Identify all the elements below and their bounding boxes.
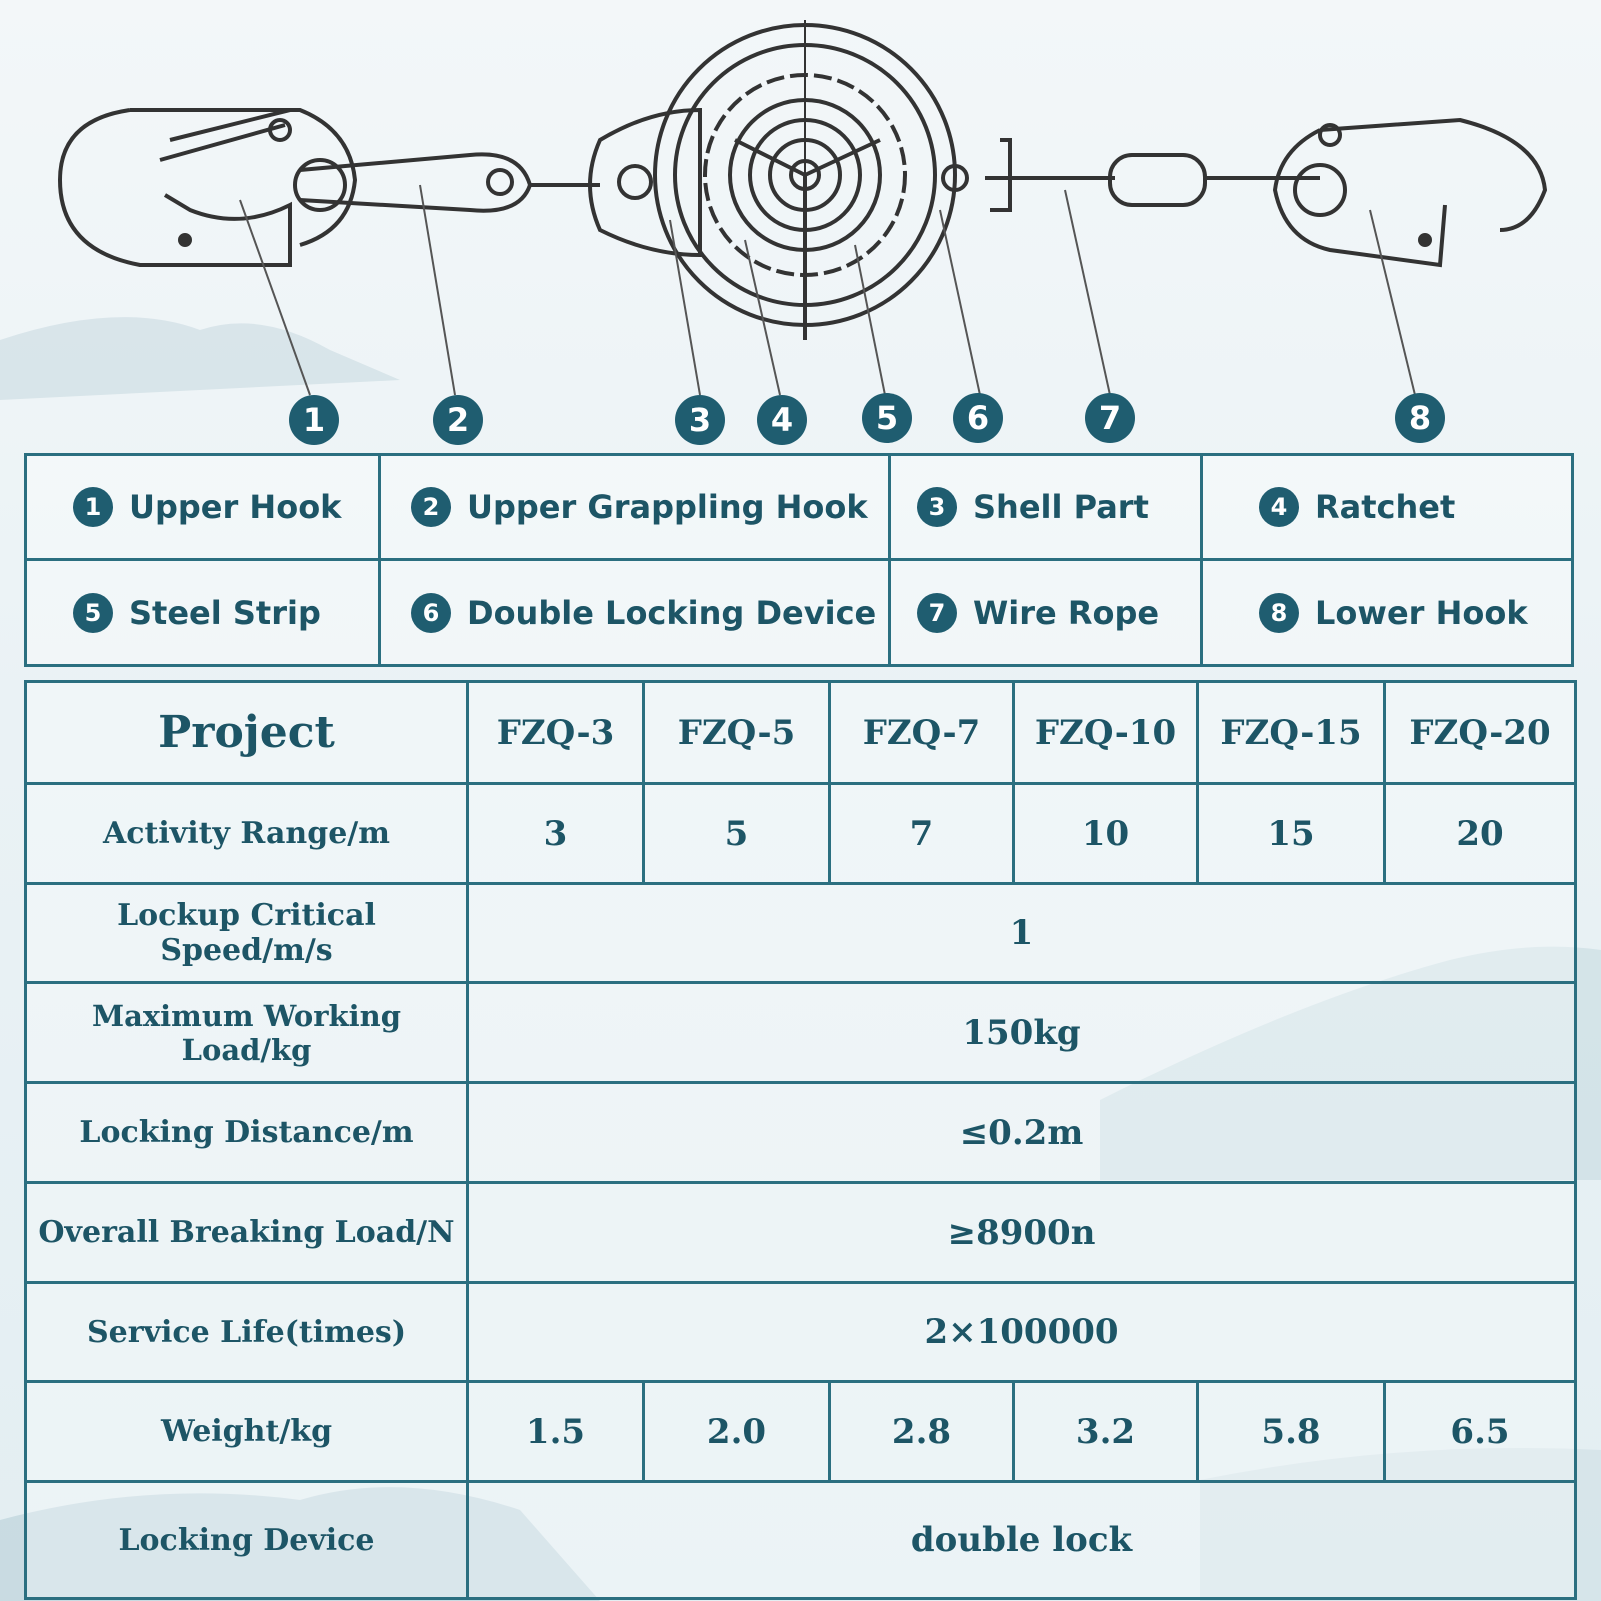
- locking-device-value: double lock: [910, 1520, 1133, 1560]
- weight-value: 6.5: [1450, 1411, 1510, 1452]
- model-header: FZQ-10: [1034, 712, 1177, 753]
- device-diagram: [57, 20, 1548, 396]
- weight-value: 2.8: [891, 1411, 952, 1452]
- callout-1: 1: [289, 395, 339, 445]
- legend-label: Lower Hook: [1315, 593, 1528, 632]
- model-header: FZQ-3: [496, 712, 615, 753]
- lower-hook-drawing: [1272, 117, 1548, 268]
- model-header: FZQ-20: [1409, 712, 1551, 753]
- activity-range-value: 7: [909, 813, 934, 854]
- ratchet-drawing: [703, 20, 907, 340]
- legend-number: 8: [1259, 592, 1299, 633]
- weight-value: 5.8: [1261, 1411, 1321, 1452]
- legend-item-wire-rope: 7 Wire Rope: [917, 561, 1200, 664]
- legend-number: 4: [1259, 487, 1299, 527]
- legend-label: Upper Grappling Hook: [467, 488, 868, 526]
- callout-3: 3: [675, 395, 725, 445]
- parts-legend: 1 Upper Hook 2 Upper Grappling Hook 3 Sh…: [24, 453, 1574, 667]
- row-label-weight: Weight/kg: [160, 1414, 333, 1449]
- locking-distance-value: ≤0.2m: [959, 1112, 1084, 1153]
- upper-hook-drawing: [57, 108, 358, 267]
- activity-range-value: 15: [1267, 813, 1315, 854]
- row-label-lockup-speed: Lockup Critical Speed/m/s: [117, 898, 376, 968]
- legend-item-ratchet: 4 Ratchet: [1259, 456, 1571, 558]
- legend-label: Double Locking Device: [467, 593, 877, 632]
- legend-number: 1: [73, 487, 113, 527]
- row-label-max-load: Maximum Working Load/kg: [91, 998, 402, 1067]
- legend-number: 6: [411, 592, 451, 633]
- legend-label: Shell Part: [973, 488, 1149, 526]
- legend-number: 2: [411, 487, 451, 527]
- activity-range-value: 3: [543, 813, 568, 854]
- row-label-activity-range: Activity Range/m: [103, 816, 390, 851]
- legend-label: Upper Hook: [129, 488, 342, 526]
- legend-label: Wire Rope: [973, 593, 1160, 632]
- legend-label: Steel Strip: [129, 593, 321, 632]
- row-label-locking-device: Locking Device: [118, 1522, 375, 1558]
- callout-5: 5: [862, 393, 912, 443]
- weight-value: 1.5: [525, 1411, 586, 1452]
- row-label-locking-distance: Locking Distance/m: [79, 1115, 414, 1150]
- shell-drawing: [588, 23, 1012, 327]
- lockup-speed-value: 1: [1009, 913, 1034, 953]
- legend-item-lower-hook: 8 Lower Hook: [1259, 561, 1571, 664]
- row-label-service-life: Service Life(times): [86, 1314, 407, 1350]
- row-label-breaking-load: Overall Breaking Load/N: [38, 1215, 455, 1250]
- legend-item-upper-grappling-hook: 2 Upper Grappling Hook: [411, 456, 888, 558]
- activity-range-value: 20: [1456, 813, 1504, 854]
- header-project: Project: [158, 707, 335, 758]
- callout-7: 7: [1085, 393, 1135, 443]
- legend-number: 5: [73, 592, 113, 633]
- breaking-load-value: ≥8900n: [947, 1212, 1096, 1253]
- callout-8: 8: [1395, 393, 1445, 443]
- model-header: FZQ-7: [862, 712, 981, 753]
- legend-item-steel-strip: 5 Steel Strip: [73, 561, 378, 664]
- wire-rope-drawing: [985, 153, 1320, 207]
- legend-number: 7: [917, 592, 957, 633]
- legend-label: Ratchet: [1315, 488, 1456, 526]
- model-header: FZQ-5: [677, 712, 796, 753]
- weight-value: 2.0: [706, 1411, 767, 1452]
- callout-2: 2: [433, 395, 483, 445]
- activity-range-value: 5: [724, 813, 749, 854]
- callout-4: 4: [757, 395, 807, 445]
- legend-item-upper-hook: 1 Upper Hook: [73, 456, 378, 558]
- legend-item-double-locking-device: 6 Double Locking Device: [411, 561, 888, 664]
- spec-table: Project FZQ-3 FZQ-5 FZQ-7 FZQ-10 FZQ-15 …: [24, 680, 1577, 1600]
- max-load-value: 150kg: [962, 1012, 1081, 1053]
- activity-range-value: 10: [1081, 813, 1130, 854]
- service-life-value: 2×100000: [924, 1312, 1119, 1352]
- legend-item-shell-part: 3 Shell Part: [917, 456, 1200, 558]
- callout-6: 6: [953, 393, 1003, 443]
- legend-number: 3: [917, 487, 957, 527]
- weight-value: 3.2: [1075, 1411, 1136, 1452]
- model-header: FZQ-15: [1220, 712, 1362, 753]
